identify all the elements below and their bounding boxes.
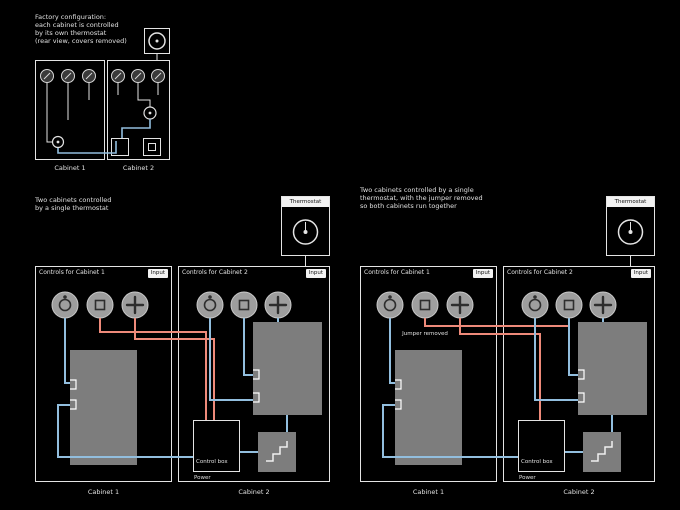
cabinet2-footer-b: Cabinet 2 bbox=[563, 488, 595, 496]
caption-line: Two cabinets controlled by a single bbox=[360, 186, 474, 194]
cabinet1-footer-b: Cabinet 1 bbox=[412, 488, 445, 496]
power-label-b: Power bbox=[519, 475, 536, 481]
mini-thermostat-box bbox=[144, 28, 170, 54]
cabinet1-footer-a: Cabinet 1 bbox=[87, 488, 120, 496]
cabinet-header-label: Controls for Cabinet 1 bbox=[39, 269, 105, 276]
cabinet1-header-b: Controls for Cabinet 1 Input bbox=[360, 266, 497, 281]
factory-title-line: by its own thermostat bbox=[35, 29, 107, 37]
cabinet-header-badge: Input bbox=[305, 269, 326, 278]
diagram-b-caption: Two cabinets controlled by a single ther… bbox=[360, 186, 590, 210]
factory-title-line: Factory configuration: bbox=[35, 13, 107, 21]
cabinet-header-label: Controls for Cabinet 2 bbox=[507, 269, 573, 276]
factory-title-line: (rear view, covers removed) bbox=[35, 37, 127, 45]
thermostat-box-b: Thermostat bbox=[606, 196, 655, 256]
caption-line: thermostat, with the jumper removed bbox=[360, 194, 483, 202]
thermostat-label: Thermostat bbox=[282, 197, 329, 207]
factory-switch-box bbox=[143, 138, 161, 156]
terminal-block-a bbox=[258, 432, 296, 472]
factory-cabinet1-label: Cabinet 1 bbox=[54, 164, 86, 172]
caption-line: so both cabinets run together bbox=[360, 202, 457, 210]
thermostat-label: Thermostat bbox=[607, 197, 654, 207]
cabinet-header-badge: Input bbox=[630, 269, 651, 278]
cabinet-header-label: Controls for Cabinet 2 bbox=[182, 269, 248, 276]
terminal-block-b bbox=[583, 432, 621, 472]
cabinet-header-badge: Input bbox=[147, 269, 168, 278]
cabinet2-footer-a: Cabinet 2 bbox=[238, 488, 270, 496]
cabinet2-header-b: Controls for Cabinet 2 Input bbox=[503, 266, 655, 281]
cabinet-header-badge: Input bbox=[472, 269, 493, 278]
factory-cabinet2-box bbox=[107, 60, 170, 160]
control-box-b bbox=[518, 420, 565, 472]
jumper-label-b: Jumper removed bbox=[402, 331, 448, 337]
heater-panel-a-right bbox=[253, 322, 322, 415]
caption-line: by a single thermostat bbox=[35, 204, 109, 212]
heater-panel-a-left bbox=[70, 350, 137, 465]
cabinet-header-label: Controls for Cabinet 1 bbox=[364, 269, 430, 276]
factory-title-line: each cabinet is controlled bbox=[35, 21, 119, 29]
cabinet1-header-a: Controls for Cabinet 1 Input bbox=[35, 266, 172, 281]
diagram-a-caption: Two cabinets controlled by a single ther… bbox=[35, 196, 185, 212]
factory-cabinet1-box bbox=[35, 60, 105, 160]
switch-inner bbox=[148, 143, 156, 151]
heater-panel-b-left bbox=[395, 350, 462, 465]
factory-junction-box bbox=[111, 138, 129, 156]
factory-cabinet2-label: Cabinet 2 bbox=[122, 164, 155, 172]
control-box-a bbox=[193, 420, 240, 472]
cabinet2-header-a: Controls for Cabinet 2 Input bbox=[178, 266, 330, 281]
power-label-a: Power bbox=[194, 475, 211, 481]
control-box-label-b: Control box bbox=[521, 459, 553, 465]
caption-line: Two cabinets controlled bbox=[35, 196, 112, 204]
control-box-label-a: Control box bbox=[196, 459, 228, 465]
heater-panel-b-right bbox=[578, 322, 647, 415]
thermostat-box-a: Thermostat bbox=[281, 196, 330, 256]
factory-title: Factory configuration: each cabinet is c… bbox=[35, 13, 165, 45]
